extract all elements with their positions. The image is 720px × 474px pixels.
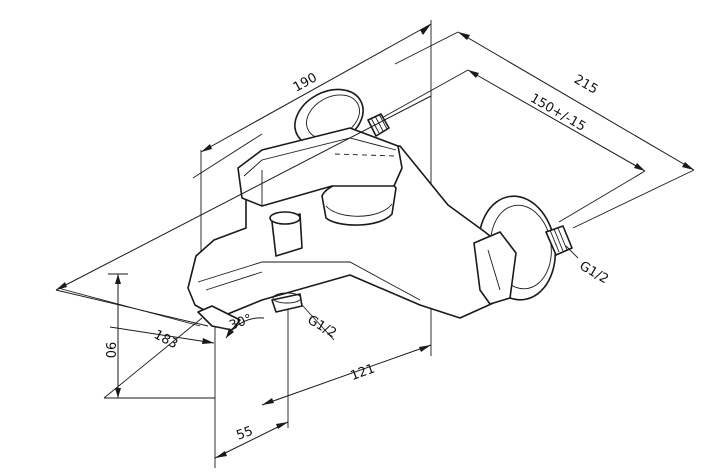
angle-30-label: 30° — [227, 312, 254, 334]
dimension-lines — [55, 23, 695, 459]
dim-121-label: 121 — [349, 361, 377, 384]
outlet-thread-label: G1/2 — [305, 313, 339, 341]
dim-150-label: 150+/-15 — [527, 91, 588, 135]
dim-55-label: 55 — [234, 424, 255, 444]
dim-190-label: 190 — [291, 70, 320, 95]
faucet-body — [187, 127, 517, 331]
dim-183-label: 183 — [151, 327, 180, 352]
dim-90-label: 90 — [102, 342, 117, 359]
dim-215-label: 215 — [571, 72, 600, 97]
inlet-thread-label: G1/2 — [577, 259, 611, 287]
